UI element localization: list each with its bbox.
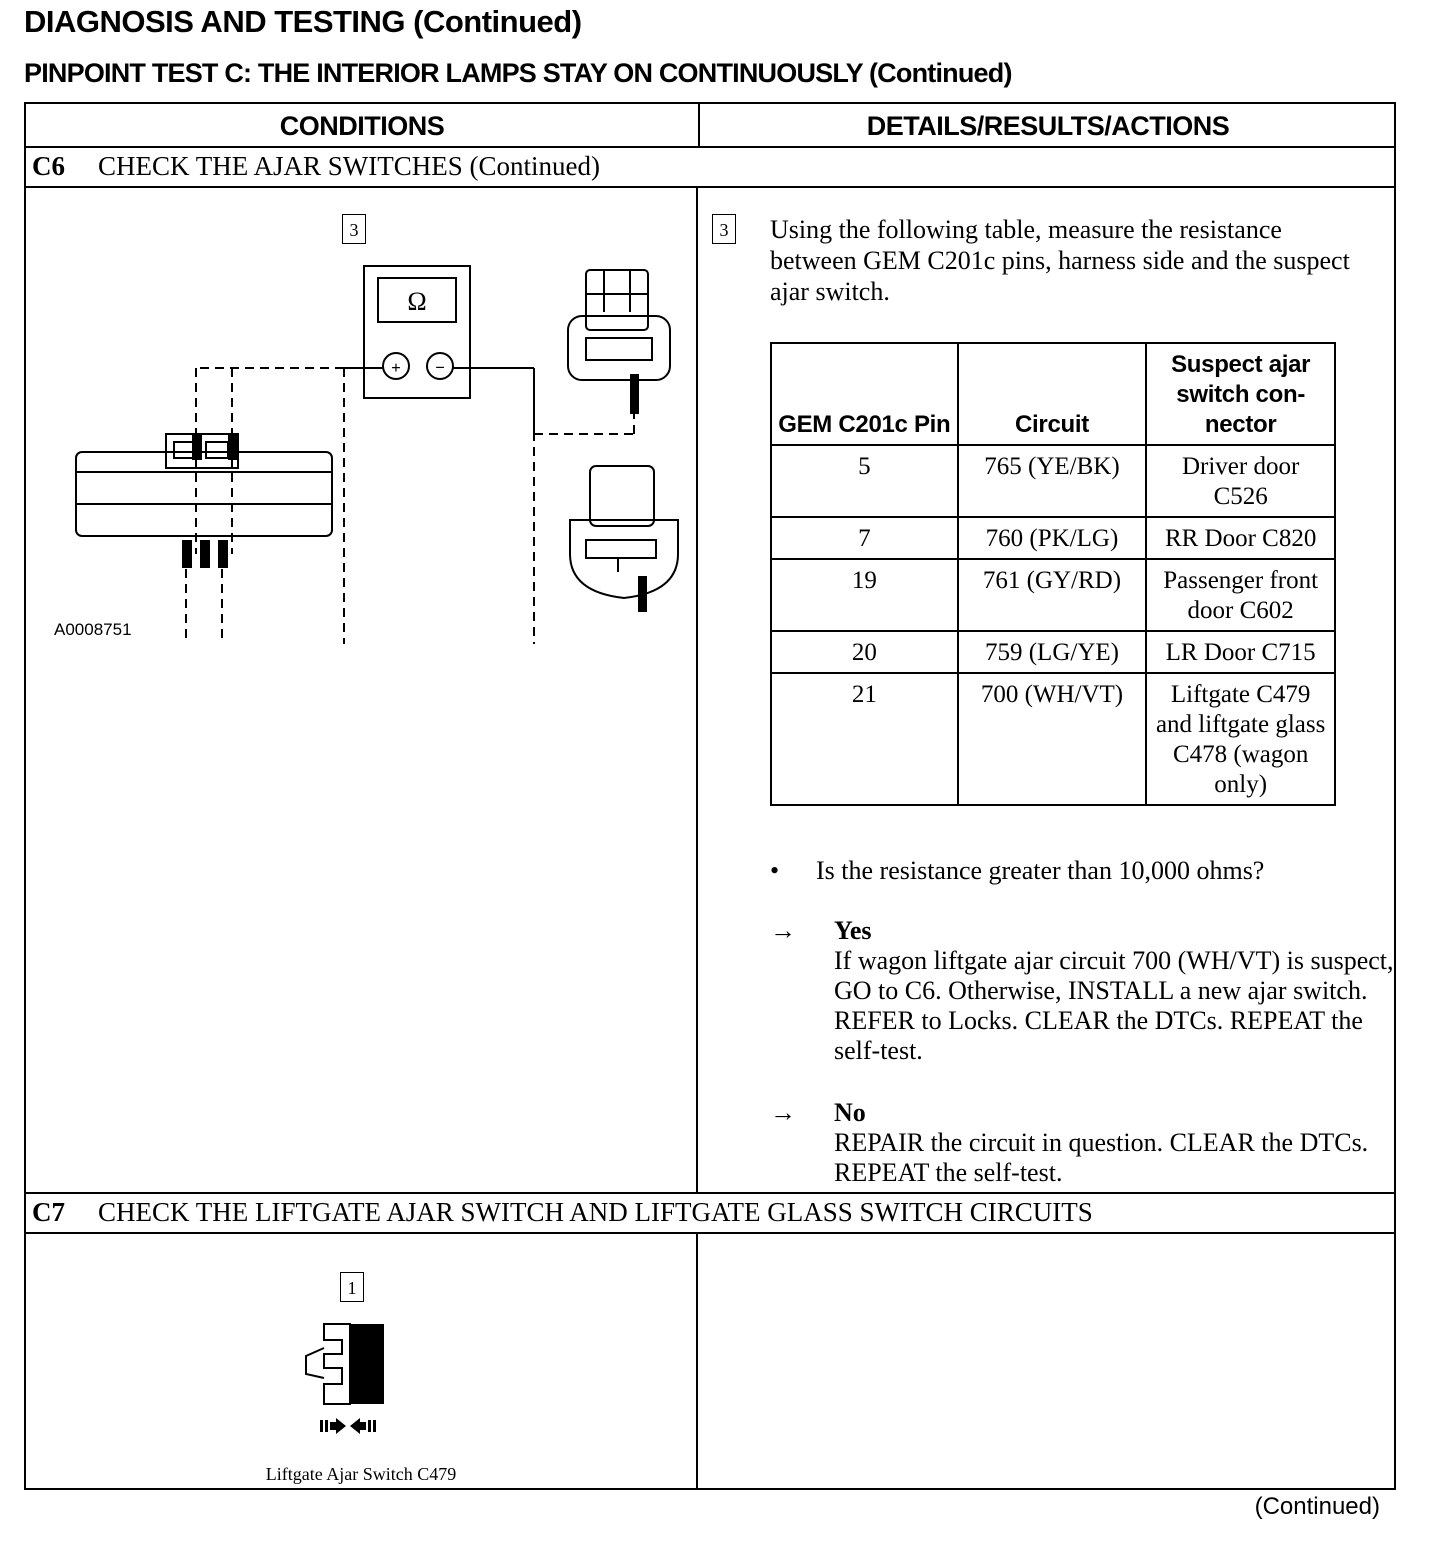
pin-cell: 19 [770,558,959,632]
header-suspect-connector: Suspect ajar switch con-nector [1145,342,1336,446]
table-row: 21 700 (WH/VT) Liftgate C479 and liftgat… [770,672,1336,806]
ohmmeter-connection-diagram: Ω + − [75,265,679,644]
ajar-switch-connector-1 [585,269,649,331]
ajar-switch-connector-2 [589,465,655,527]
c7-step-number: C7 [32,1197,65,1227]
header-circuit: Circuit [956,342,1148,446]
c7-step-title: CHECK THE LIFTGATE AJAR SWITCH AND LIFTG… [98,1197,1093,1227]
c6-step-marker-right: 3 [712,214,736,244]
ohm-symbol: Ω [407,287,426,316]
resistance-table-header-row: GEM C201c Pin Circuit Suspect ajar switc… [770,342,1336,446]
conditions-header: CONDITIONS [279,111,445,141]
no-action-text: REPAIR the circuit in question. CLEAR th… [834,1128,1369,1187]
c7-top-divider [26,1192,1394,1194]
c6-step-title: CHECK THE AJAR SWITCHES (Continued) [98,151,601,181]
connector-cell: Driver door C526 [1145,444,1336,518]
result-no: → No REPAIR the circuit in question. CLE… [770,1098,1394,1188]
result-yes: → Yes If wagon liftgate ajar circuit 700… [770,916,1394,1066]
resistance-table: GEM C201c Pin Circuit Suspect ajar switc… [770,342,1336,806]
c6-step-number: C6 [32,151,65,181]
pin-cell: 5 [770,444,959,518]
circuit-cell: 760 (PK/LG) [956,516,1148,560]
no-label: No [834,1098,866,1127]
ohmmeter-body [363,265,471,399]
circuit-cell: 700 (WH/VT) [956,672,1148,806]
minus-symbol: − [435,358,445,377]
c7-column-divider [696,1232,698,1490]
liftgate-ajar-switch-icon [305,1323,384,1434]
pin-cell: 20 [770,630,959,674]
table-row: 5 765 (YE/BK) Driver door C526 [770,444,1336,518]
connector-cell: RR Door C820 [1145,516,1336,560]
connector-cell: LR Door C715 [1145,630,1336,674]
c7-step-marker: 1 [340,1272,364,1302]
liftgate-switch-label: Liftgate Ajar Switch C479 [265,1464,457,1484]
c7-step-header: C7 CHECK THE LIFTGATE AJAR SWITCH AND LIF… [32,1192,1093,1232]
arrow-right-icon: → [770,1098,796,1127]
page-title: DIAGNOSIS AND TESTING (Continued) [24,4,582,39]
pin-cell: 7 [770,516,959,560]
connector-cell: Passenger front door C602 [1145,558,1336,632]
ohmmeter-plus-terminal [382,352,410,380]
c6-title-divider [26,186,1394,188]
connector-cell: Liftgate C479 and liftgate glass C478 (w… [1145,672,1336,806]
ohmmeter-display [377,277,457,323]
header-column-divider [698,104,700,146]
resistance-question: • Is the resistance greater than 10,000 o… [770,856,1264,886]
table-row: 19 761 (GY/RD) Passenger front door C602 [770,558,1336,632]
diagram-id-label: A0008751 [54,620,132,639]
circuit-cell: 761 (GY/RD) [956,558,1148,632]
table-row: 20 759 (LG/YE) LR Door C715 [770,630,1336,674]
c7-title-divider [26,1232,1394,1234]
c6-column-divider [696,186,698,1192]
table-row: 7 760 (PK/LG) RR Door C820 [770,516,1336,560]
yes-label: Yes [834,916,872,945]
plus-symbol: + [391,358,401,377]
details-header: DETAILS/RESULTS/ACTIONS [866,111,1230,141]
yes-action-text: If wagon liftgate ajar circuit 700 (WH/V… [834,946,1394,1065]
ohmmeter-minus-terminal [426,352,454,380]
c6-step-marker-left: 3 [342,214,366,244]
pinpoint-test-title: PINPOINT TEST C: THE INTERIOR LAMPS STAY… [24,58,1012,88]
header-gem-pin: GEM C201c Pin [770,342,959,446]
c6-step-header: C6 CHECK THE AJAR SWITCHES (Continued) [32,146,600,186]
bullet-icon: • [770,856,780,885]
arrow-right-icon: → [770,916,796,945]
header-divider [26,146,1394,148]
circuit-cell: 759 (LG/YE) [956,630,1148,674]
circuit-cell: 765 (YE/BK) [956,444,1148,518]
gem-connector-body [75,451,333,537]
question-text: Is the resistance greater than 10,000 oh… [816,856,1265,885]
pin-cell: 21 [770,672,959,806]
c6-instruction: Using the following table, measure the r… [770,215,1350,306]
continued-footer: (Continued) [1254,1493,1380,1520]
